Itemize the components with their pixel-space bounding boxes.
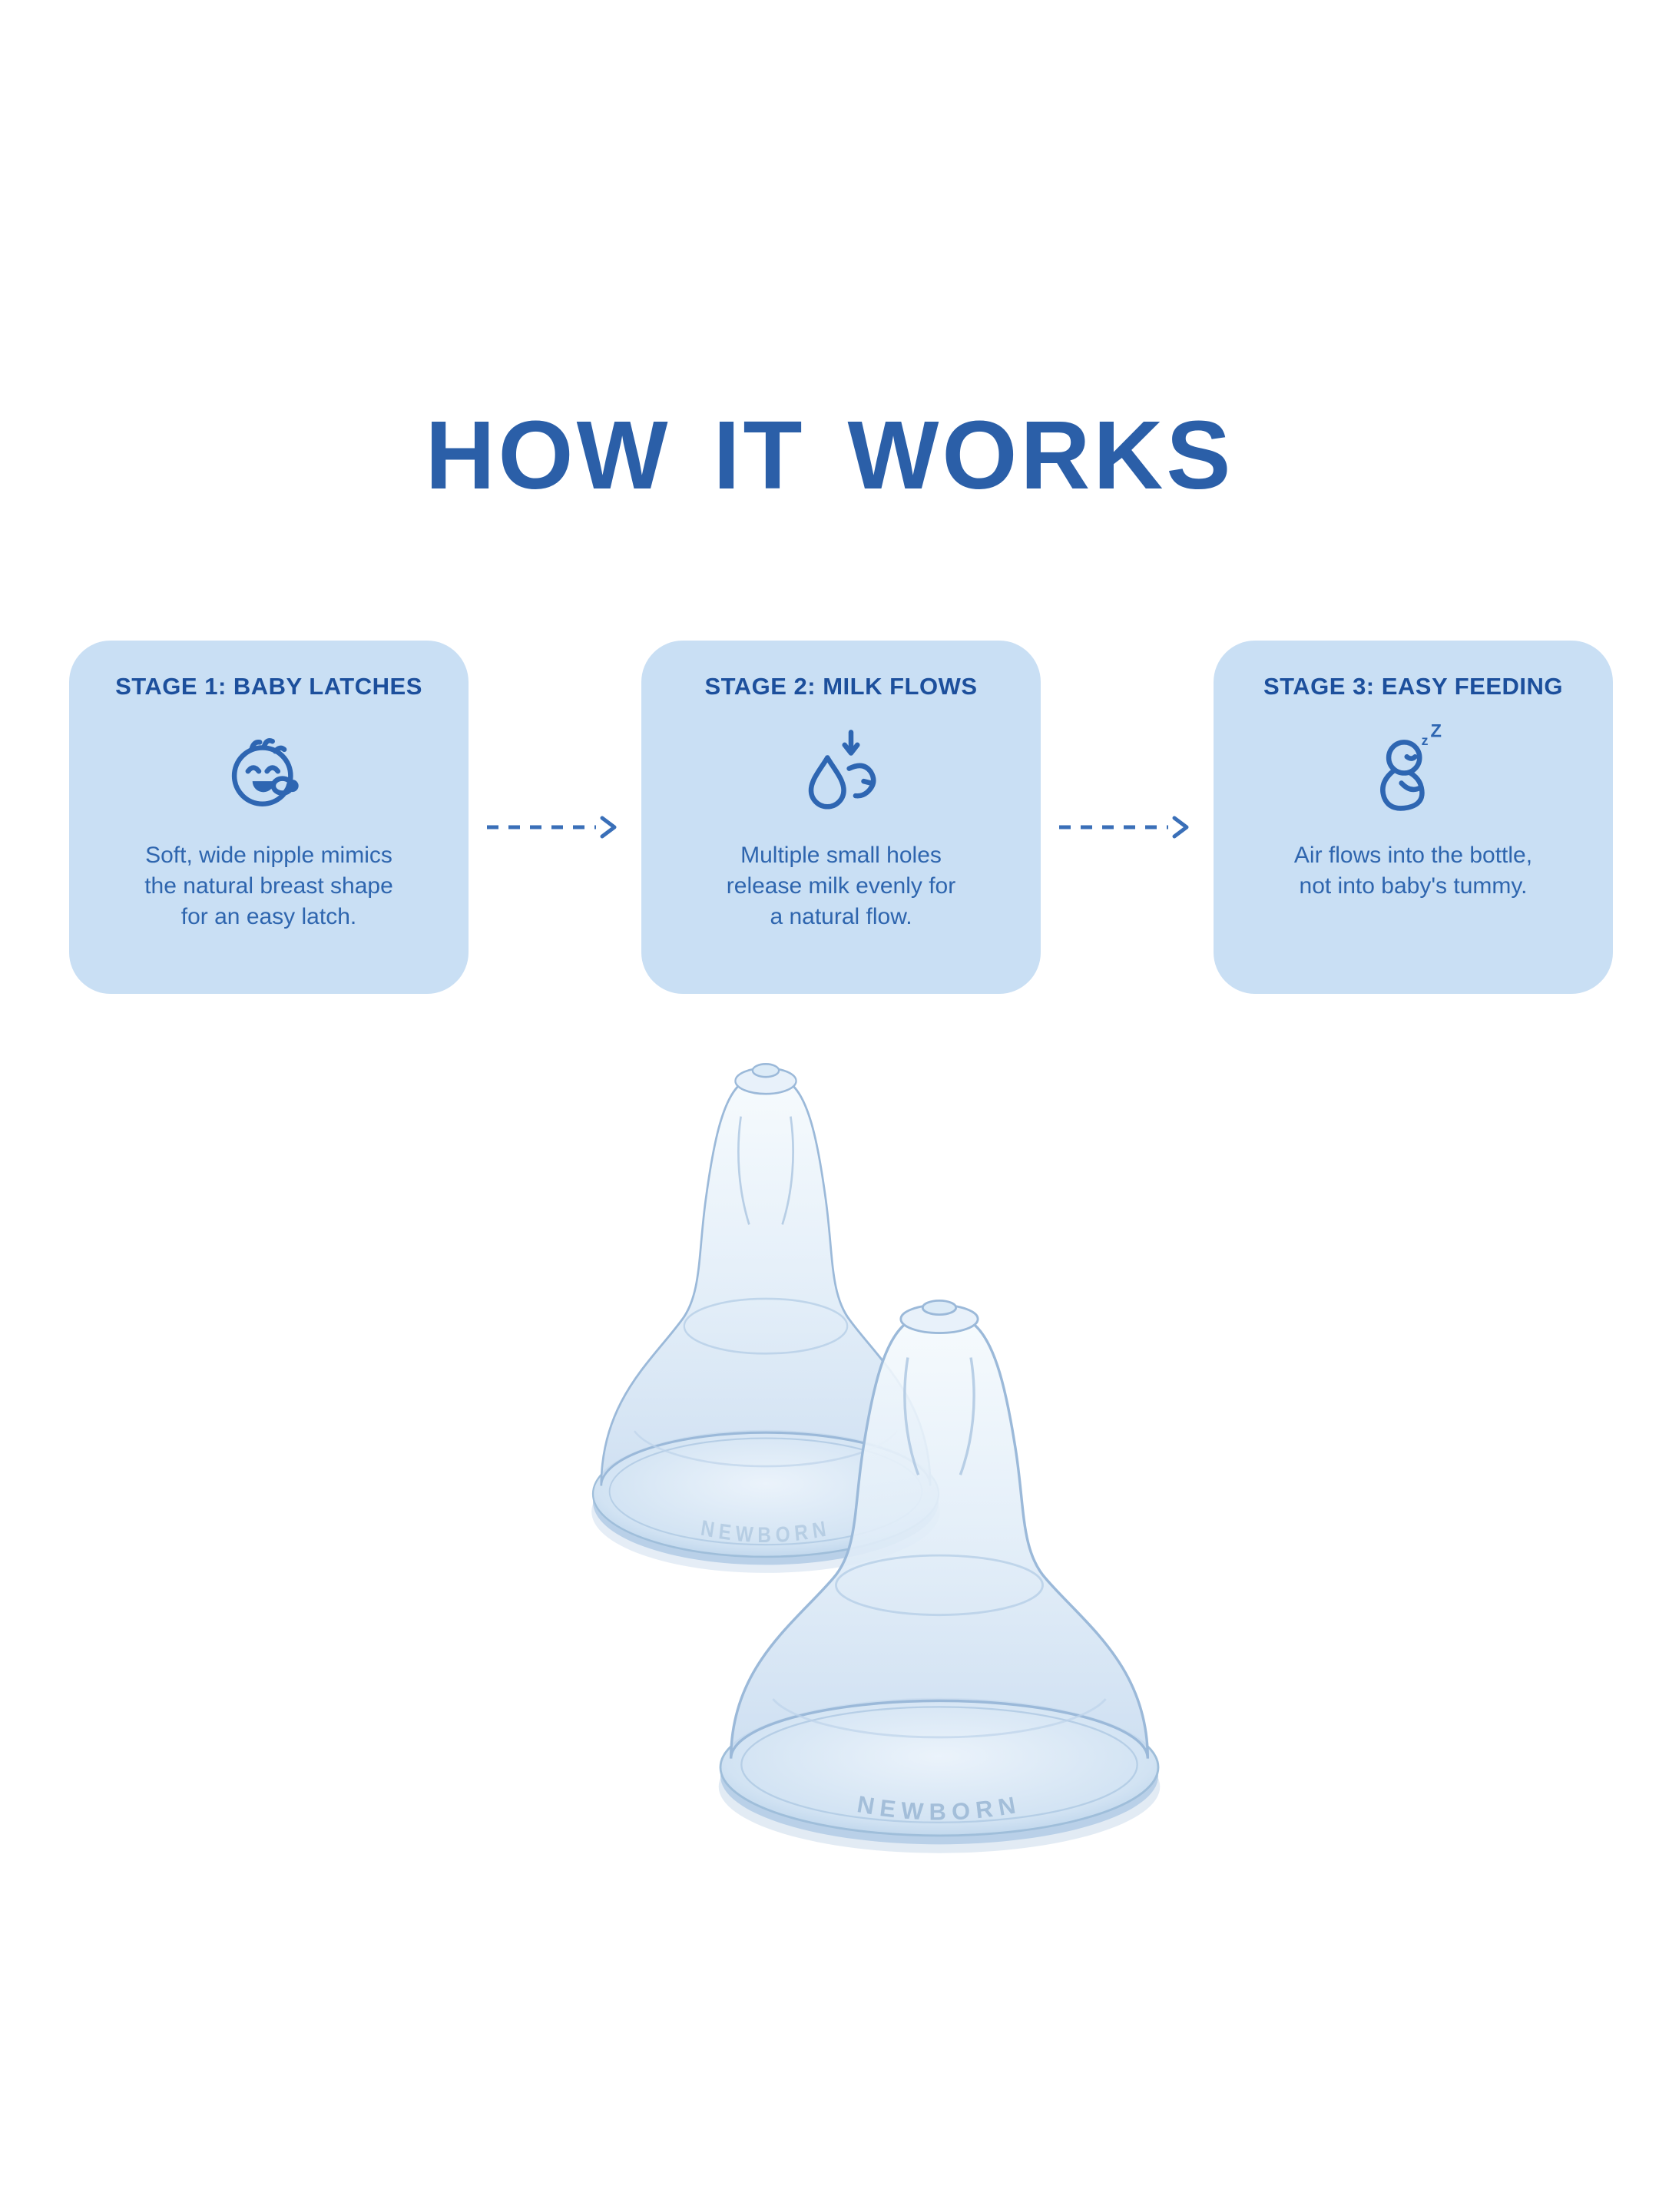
sleep-z-large: Z — [1430, 724, 1441, 741]
stage-3-icon-wrap: z Z — [1235, 720, 1591, 820]
milk-drop-icon — [808, 730, 876, 810]
stage-card-2: STAGE 2: MILK FLOWS Multiple small holes… — [641, 641, 1041, 994]
stage-card-3: STAGE 3: EASY FEEDING z Z Air flows into… — [1214, 641, 1613, 994]
stage-1-description: Soft, wide nipple mimics the natural bre… — [91, 840, 447, 932]
flow-arrow-icon — [1058, 816, 1188, 839]
baby-latch-icon — [231, 737, 299, 806]
stage-3-heading: STAGE 3: EASY FEEDING — [1263, 673, 1564, 700]
stage-3-description: Air flows into the bottle, not into baby… — [1235, 840, 1591, 902]
stage-3-line-2: not into baby's tummy. — [1299, 873, 1528, 899]
stage-2-line-1: Multiple small holes — [740, 843, 942, 868]
flow-arrow-icon — [486, 816, 616, 839]
sleep-z-small: z — [1422, 733, 1429, 748]
stage-1-heading: STAGE 1: BABY LATCHES — [115, 673, 422, 700]
sleeping-baby-icon: z Z — [1380, 724, 1442, 811]
product-image-nipples: NEWBORN NEWBORN — [591, 1063, 1161, 1853]
stage-1-icon-wrap — [91, 720, 447, 820]
stage-2-line-3: a natural flow. — [770, 904, 912, 929]
stage-2-line-2: release milk evenly for — [726, 873, 956, 899]
stage-2-heading: STAGE 2: MILK FLOWS — [704, 673, 978, 700]
stage-2-icon-wrap — [663, 720, 1019, 820]
stage-1-line-2: the natural breast shape — [144, 873, 393, 899]
stage-1-line-3: for an easy latch. — [180, 904, 357, 929]
nipple-back: NEWBORN — [591, 1063, 940, 1573]
page-title: HOW IT WORKS — [425, 401, 1234, 509]
stage-3-line-1: Air flows into the bottle, — [1293, 843, 1533, 868]
stage-2-description: Multiple small holes release milk evenly… — [663, 840, 1019, 932]
nipple-front: NEWBORN — [718, 1299, 1161, 1853]
stages-row: STAGE 1: BABY LATCHES Soft, wide nipple … — [69, 641, 1613, 994]
stage-card-1: STAGE 1: BABY LATCHES Soft, wide nipple … — [69, 641, 469, 994]
stage-1-line-1: Soft, wide nipple mimics — [145, 843, 392, 868]
